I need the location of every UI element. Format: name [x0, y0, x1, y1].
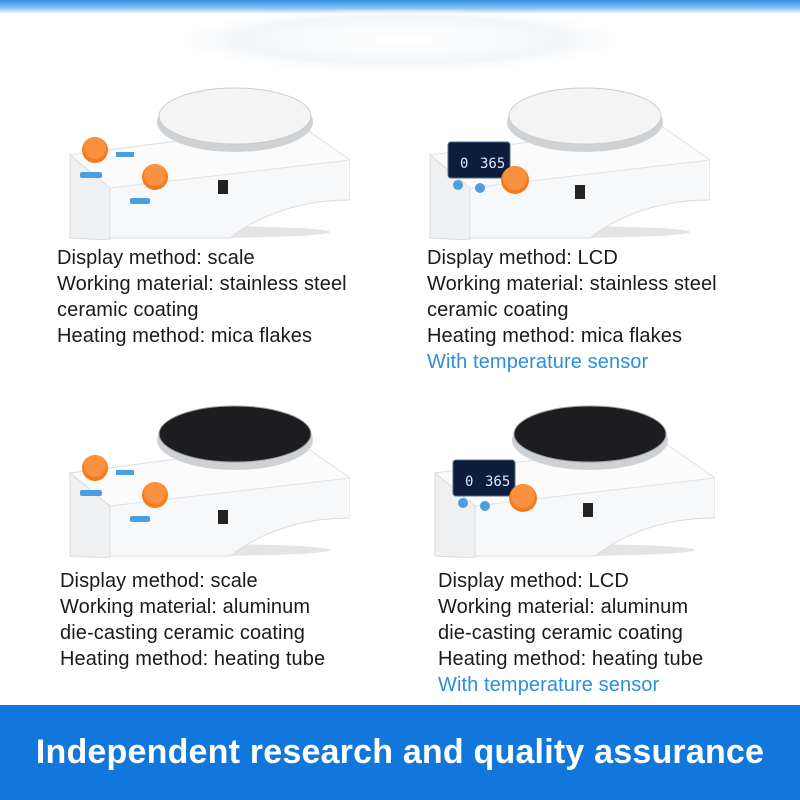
spec-block-scale-steel: Display method: scale Working material: … [57, 245, 347, 349]
product-image-scale-steel [68, 87, 350, 240]
spec-temperature-sensor: With temperature sensor [427, 351, 649, 373]
spec-block-lcd-steel: Display method: LCD Working material: st… [427, 245, 717, 375]
spec-working-material-cont: ceramic coating [427, 299, 569, 321]
spec-block-scale-aluminum: Display method: scale Working material: … [60, 568, 325, 672]
spec-working-material: Working material: aluminum [438, 596, 689, 618]
product-image-lcd-steel: 0 365 [428, 87, 710, 240]
lcd-readout-left: 0 [460, 156, 468, 172]
spec-working-material: Working material: aluminum [60, 596, 311, 618]
hot-plate-top [158, 405, 312, 463]
footer-banner: Independent research and quality assuran… [0, 705, 800, 800]
lcd-readout-right: 365 [480, 156, 505, 172]
spec-display-method: Display method: LCD [438, 570, 629, 592]
spec-working-material: Working material: stainless steel [57, 273, 347, 295]
hot-plate-top [513, 405, 667, 463]
footer-slogan: Independent research and quality assuran… [35, 733, 765, 771]
spec-working-material-cont: ceramic coating [57, 299, 199, 321]
spec-working-material: Working material: stainless steel [427, 273, 717, 295]
product-image-scale-aluminum [68, 405, 350, 558]
spec-display-method: Display method: scale [57, 247, 255, 269]
top-glow [190, 10, 610, 70]
spec-heating-method: Heating method: mica flakes [57, 325, 313, 347]
spec-working-material-cont: die-casting ceramic coating [60, 622, 306, 644]
spec-display-method: Display method: LCD [427, 247, 618, 269]
lcd-readout-right: 365 [485, 474, 510, 490]
hot-plate-top [508, 87, 662, 145]
product-image-lcd-aluminum: 0 365 [433, 405, 715, 558]
spec-heating-method: Heating method: heating tube [60, 648, 326, 670]
spec-heating-method: Heating method: heating tube [438, 648, 704, 670]
spec-working-material-cont: die-casting ceramic coating [438, 622, 684, 644]
spec-block-lcd-aluminum: Display method: LCD Working material: al… [438, 568, 703, 698]
hot-plate-top [158, 87, 312, 145]
spec-temperature-sensor: With temperature sensor [438, 674, 660, 696]
lcd-readout-left: 0 [465, 474, 473, 490]
spec-display-method: Display method: scale [60, 570, 258, 592]
spec-heating-method: Heating method: mica flakes [427, 325, 683, 347]
